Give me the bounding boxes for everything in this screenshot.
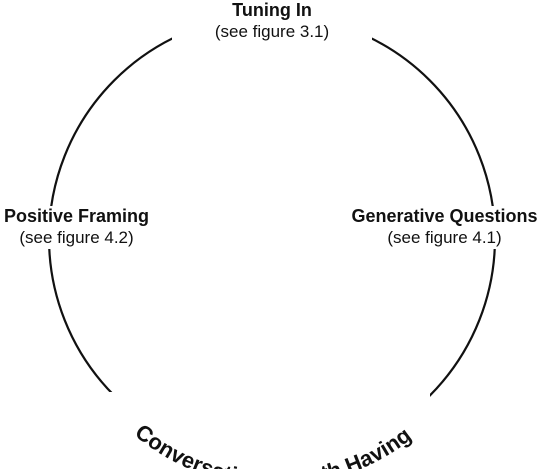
node-figure-reference: (see figure 3.1) xyxy=(214,22,330,41)
node-title: Positive Framing xyxy=(3,206,150,226)
node-generative-questions: Generative Questions (see figure 4.1) xyxy=(344,206,545,249)
node-tuning-in: Tuning In (see figure 3.1) xyxy=(172,0,372,43)
node-figure-reference: (see figure 4.1) xyxy=(387,228,502,247)
node-figure-reference: (see figure 4.2) xyxy=(19,228,134,247)
node-title: Generative Questions xyxy=(351,206,538,226)
node-title: Tuning In xyxy=(232,0,312,20)
node-positive-framing: Positive Framing (see figure 4.2) xyxy=(0,206,154,249)
caption-mask xyxy=(100,392,430,469)
